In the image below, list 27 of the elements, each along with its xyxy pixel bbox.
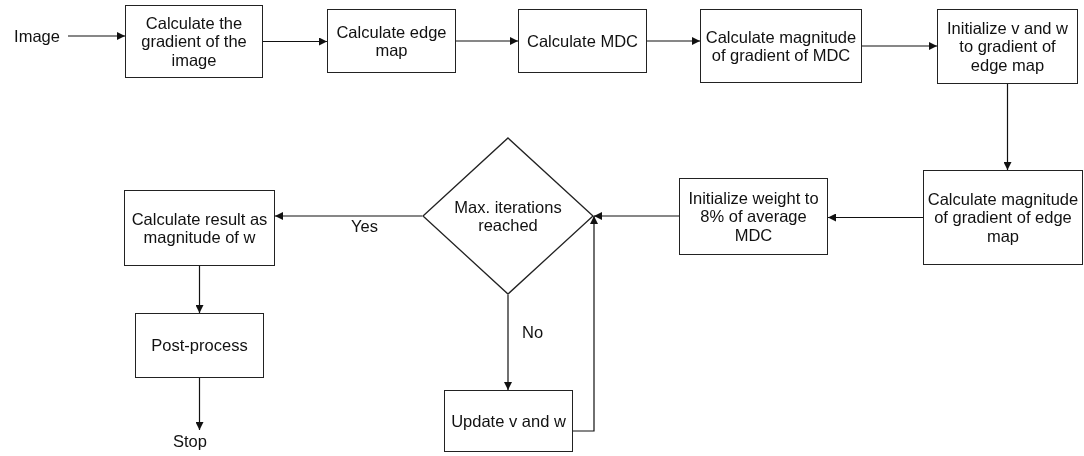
arrow [646,37,701,45]
process-box: Calculate magnitude of gradient of MDC [700,9,862,83]
process-box: Update v and w [444,390,573,452]
process-box: Calculate result as magnitude of w [124,190,275,266]
arrow [274,212,423,220]
decision-text: Max. iterations reached [453,197,563,235]
arrow [67,32,126,40]
process-box: Calculate MDC [518,9,647,73]
arrow [455,37,519,45]
decision-diamond [422,137,594,295]
process-box: Calculate magnitude of gradient of edge map [923,170,1083,265]
arrow [827,213,924,222]
arrow [1003,83,1012,171]
arrow [572,215,598,432]
process-box: Initialize weight to 8% of average MDC [679,178,828,255]
process-box: Calculate the gradient of the image [125,5,263,78]
arrow [195,377,204,431]
flow-text: Stop [158,430,222,452]
arrow [504,294,512,391]
flow-text: Image [6,26,68,46]
arrow [195,265,204,314]
process-box: Post-process [135,313,264,378]
arrow [593,212,680,220]
arrow [861,42,938,50]
process-box: Calculate edge map [327,9,456,73]
process-box: Initialize v and w to gradient of edge map [937,9,1078,84]
arrow [262,37,328,46]
